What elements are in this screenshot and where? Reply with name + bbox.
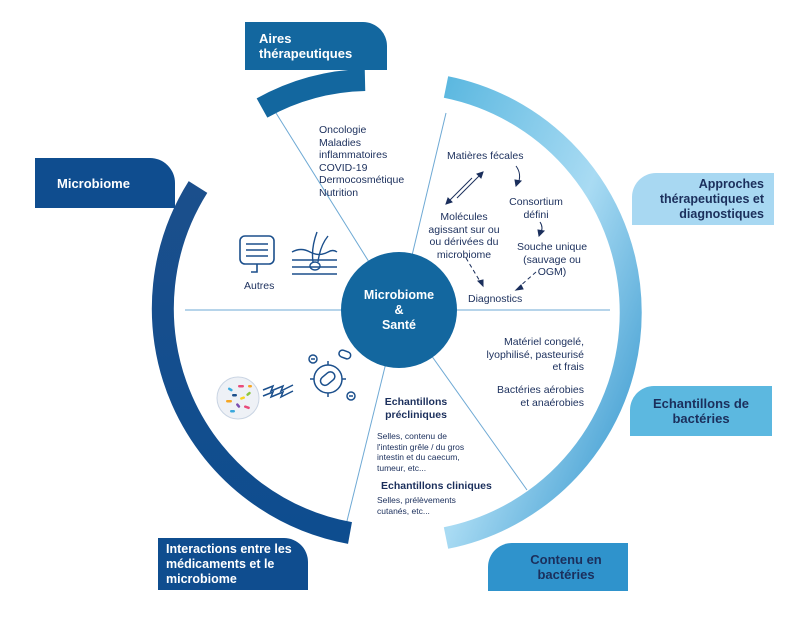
tab-echantillons: Echantillons de bactéries (630, 386, 772, 436)
bacteries-line: et anaérobies (520, 396, 584, 409)
hub-title-line1: Microbiome (363, 287, 435, 302)
arc-left (151, 181, 352, 544)
tab-contenu: Contenu en bactéries (488, 543, 628, 591)
precliniques-desc-line: tumeur, etc... (377, 462, 427, 473)
center-hub: Microbiome & Santé (341, 252, 457, 368)
intestine-icon (239, 235, 275, 273)
echantillons-precliniques-desc: Selles, contenu de l'intestin grêle / du… (377, 431, 464, 473)
bacteria-petri-icon (216, 376, 260, 420)
molecules-line: agissant sur ou (428, 223, 500, 236)
souche-line: Souche unique (516, 241, 588, 253)
arrow-down (447, 177, 473, 203)
tab-microbiome: Microbiome (35, 158, 175, 208)
precliniques-desc-line: intestin et du caecum, (377, 452, 460, 462)
echantillons-cliniques-desc: Selles, prélèvements cutanés, etc... (377, 495, 456, 516)
consortium-defini: Consortium défini (500, 196, 572, 221)
hub-title-line3: Santé (381, 317, 417, 332)
skin-hair-follicle-icon (291, 231, 338, 275)
molecules-line: microbiome (436, 248, 492, 261)
tab-interactions: Interactions entre les médicaments et le… (158, 538, 308, 590)
arrow-molecules-diagnostics (465, 257, 482, 284)
arc-right (443, 76, 642, 549)
pill-capsule-icon (308, 349, 356, 401)
arc-aires (256, 69, 366, 118)
consortium-line: Consortium (509, 196, 563, 208)
tab-aires-therapeutiques: Aires thérapeutiques (245, 22, 387, 70)
materiel-line: et frais (552, 361, 584, 373)
tab-approches: Approches thérapeutiques et diagnostique… (632, 173, 774, 225)
aires-item: Maladies (319, 136, 362, 149)
aires-item: COVID-19 (319, 161, 368, 174)
tab-echantillons-label: Echantillons de bactéries (652, 396, 750, 426)
approches-arrows (445, 165, 546, 291)
tab-microbiome-label: Microbiome (57, 175, 130, 191)
materiel-line: Matériel congelé, (504, 336, 584, 348)
autres-label: Autres (244, 280, 275, 292)
materiel-line: lyophilisé, pasteurisé (486, 348, 584, 361)
molecules-line: ou dérivées du (429, 236, 499, 248)
tab-aires-label: Aires thérapeutiques (259, 31, 353, 61)
tab-approches-label: Approches thérapeutiques et diagnostique… (659, 176, 764, 221)
consortium-line: défini (523, 208, 549, 221)
lightning-icon (262, 384, 294, 399)
cliniques-desc-line: Selles, prélèvements (377, 495, 456, 505)
diagnostics: Diagnostics (468, 293, 523, 305)
precliniques-line: précliniques (385, 408, 447, 421)
hub-ampersand: & (394, 302, 404, 317)
aires-item: Oncologie (319, 124, 367, 136)
precliniques-desc-line: l'intestin grêle / du gros (377, 441, 465, 452)
aires-list: Oncologie Maladies inflammatoires COVID-… (319, 124, 404, 199)
precliniques-desc-line: Selles, contenu de (377, 431, 447, 441)
tab-contenu-label: Contenu en bactéries (530, 552, 602, 582)
aires-item: Nutrition (319, 186, 359, 199)
tab-interactions-label: Interactions entre les médicaments et le… (166, 541, 292, 586)
matieres-fecales: Matières fécales (447, 150, 524, 162)
molecules: Molécules agissant sur ou ou dérivées du… (414, 211, 514, 261)
arrow-up (456, 173, 482, 199)
echantillons-precliniques-title: Echantillons précliniques (374, 396, 458, 421)
souche-line: (sauvage ou (523, 253, 581, 266)
aires-item: Dermocosmétique (319, 174, 405, 186)
arrow-souche-diagnostics (518, 271, 537, 288)
bacteries-aerobies: Bactéries aérobies et anaérobies (478, 384, 584, 409)
echantillons-cliniques-title: Echantillons cliniques (381, 480, 492, 492)
souche-unique: Souche unique (sauvage ou OGM) (510, 241, 594, 279)
molecules-line: Molécules (440, 211, 488, 223)
bacteries-line: Bactéries aérobies (497, 384, 584, 396)
cliniques-desc-line: cutanés, etc... (377, 505, 430, 516)
materiel-congele: Matériel congelé, lyophilisé, pasteurisé… (468, 336, 584, 374)
aires-item: inflammatoires (319, 149, 388, 161)
souche-line: OGM) (537, 266, 567, 278)
precliniques-line: Echantillons (384, 396, 448, 408)
